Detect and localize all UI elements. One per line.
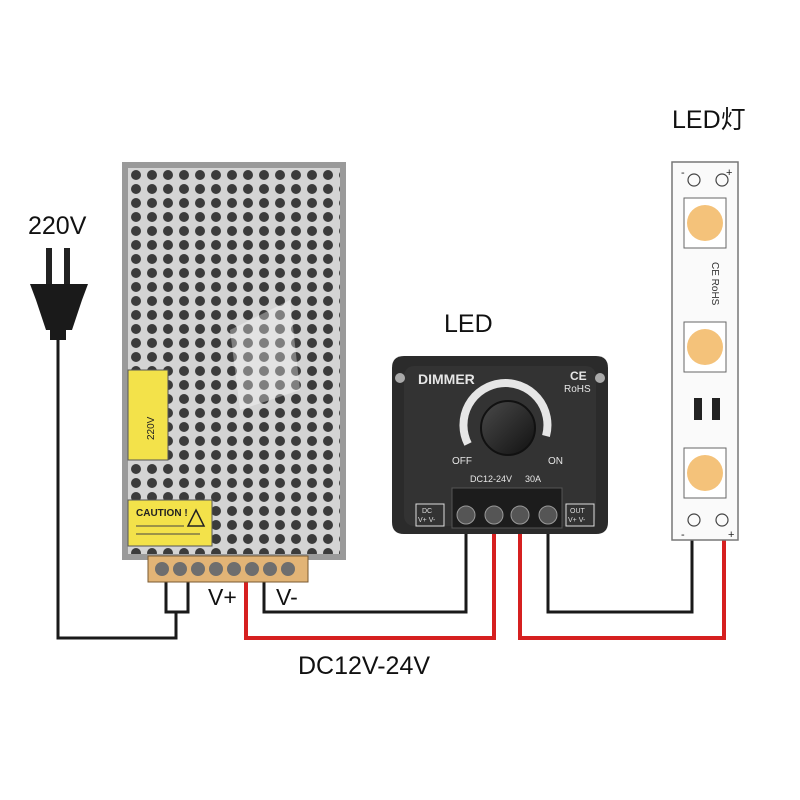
mains-wire-left [56, 338, 178, 640]
rohs-mark: RoHS [564, 384, 591, 395]
supply-voltage-label: DC12V-24V [298, 652, 431, 680]
dimmer-brand: DIMMER [418, 371, 475, 387]
dimmer-off-label: OFF [452, 456, 472, 467]
led-negative-wire [546, 528, 694, 614]
dimmer-title-label: LED [444, 310, 493, 338]
mains-wire-right [164, 580, 190, 614]
mains-voltage-label: 220V [28, 212, 87, 240]
ce-mark: CE [570, 369, 587, 383]
dimmer-in-label: DC [422, 508, 432, 515]
power-plug-icon [30, 248, 88, 340]
dimmer-in-polarity: V+ V- [418, 517, 436, 524]
led-strip-title-label: LED灯 [672, 106, 746, 134]
strip-bottom-plus: + [728, 529, 734, 541]
led-dimmer: DIMMER CE RoHS OFF ON DC12-24V 30A DC V+… [392, 356, 608, 534]
psu-side-label [127, 369, 169, 461]
psu-caution-label [127, 499, 213, 547]
psu-negative-wire [262, 528, 468, 614]
dimmer-out-polarity: V+ V- [568, 517, 586, 524]
v-plus-label: V+ [208, 584, 237, 610]
strip-cert: CE RoHS [709, 262, 720, 306]
dimmer-rating-voltage: DC12-24V [470, 474, 512, 484]
strip-bottom-minus: - [681, 529, 685, 541]
led-positive-wire [518, 528, 726, 640]
psu-terminal-screws [155, 562, 295, 576]
strip-top-minus: - [681, 167, 685, 179]
dimmer-on-label: ON [548, 456, 563, 467]
knob-scale-arc [459, 379, 552, 446]
dimmer-rating-current: 30A [525, 474, 541, 484]
warning-icon [186, 508, 206, 527]
resistor [712, 398, 720, 420]
wires [56, 338, 726, 640]
dimmer-knob[interactable] [480, 400, 536, 456]
strip-top-plus: + [726, 167, 732, 179]
v-minus-label: V- [276, 584, 298, 610]
resistor [694, 398, 702, 420]
psu-caution-text: CAUTION ! [136, 508, 188, 519]
dimmer-out-label: OUT [570, 508, 586, 515]
power-supply: 220V CAUTION ! [122, 162, 346, 583]
led-strip: - + CE RoHS - + [671, 161, 739, 541]
psu-positive-wire [244, 528, 496, 640]
dimmer-terminal-screws [456, 505, 558, 525]
psu-side-label-text: 220V [146, 416, 157, 440]
